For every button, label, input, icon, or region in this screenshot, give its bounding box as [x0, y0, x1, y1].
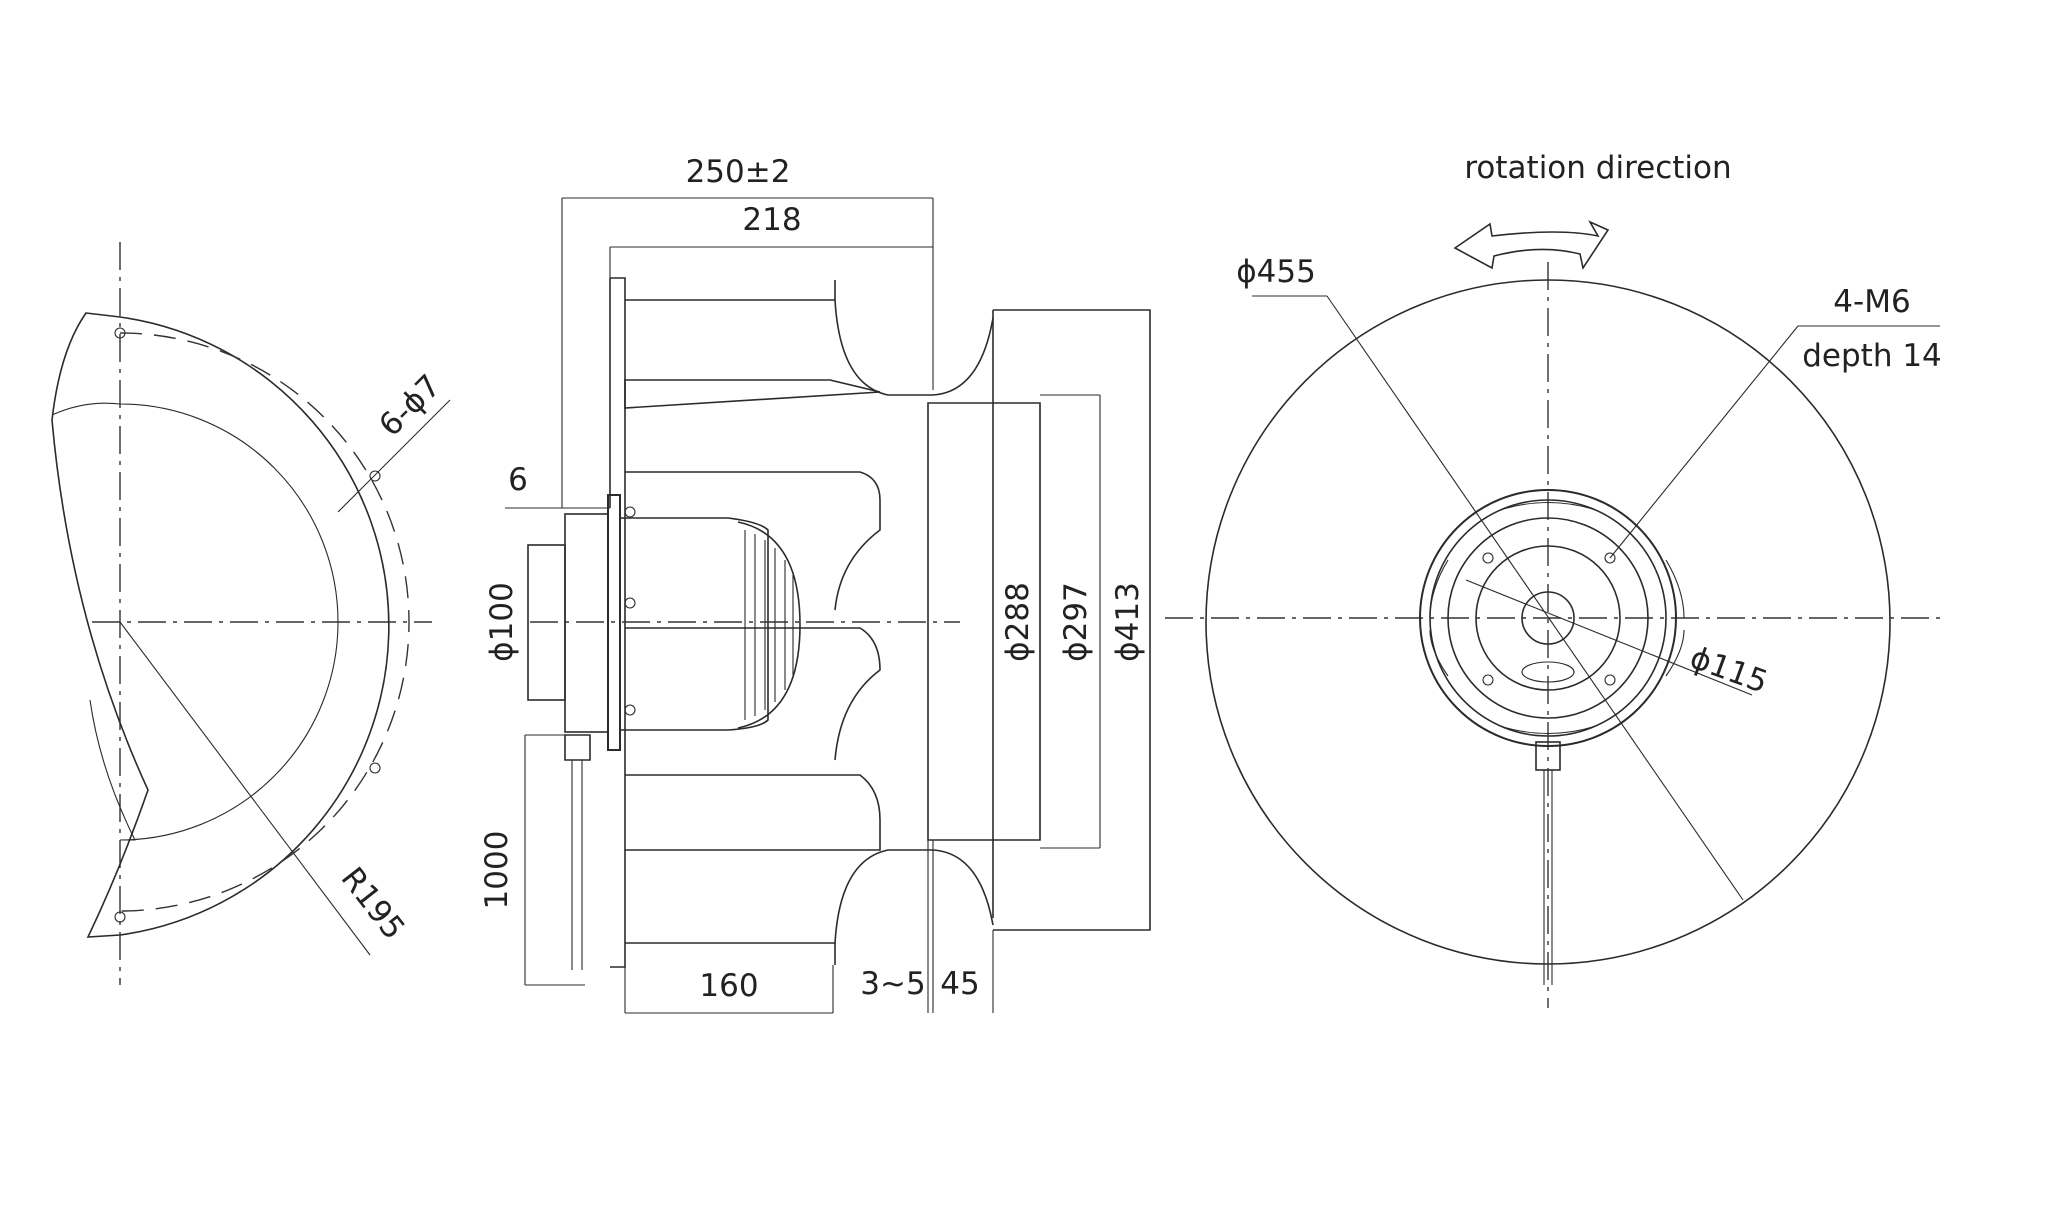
- motor-plate: [564, 513, 609, 733]
- inlet-depth-label: 45: [940, 966, 979, 1002]
- mounting-hole-2: [369, 470, 381, 482]
- motor-diameter-label: ϕ100: [484, 582, 520, 662]
- front-view: ϕ455 4-M6 depth 14 ϕ115 rotation directi…: [1165, 150, 1942, 1008]
- hub-outer: [1419, 489, 1677, 747]
- impeller-diameter-label: ϕ455: [1236, 254, 1316, 290]
- plate-outline: [51, 312, 390, 938]
- front-cable-gland: [1535, 741, 1561, 771]
- rotation-direction-label: rotation direction: [1464, 150, 1731, 186]
- motor-fins-outline: [737, 521, 801, 729]
- hub-slots: [1429, 501, 1685, 735]
- brand-logo-badge: [1521, 661, 1575, 683]
- thread-depth-label: depth 14: [1802, 338, 1942, 374]
- hub-diameter-label: ϕ115: [1685, 640, 1772, 701]
- mounting-holes-label: 6-ϕ7: [372, 368, 448, 444]
- hub-inner: [1447, 517, 1649, 719]
- mounting-hole-3: [369, 762, 381, 774]
- rotation-arrow-icon: [1453, 220, 1610, 271]
- front-cable: [1543, 770, 1553, 985]
- hub-core: [1475, 545, 1621, 691]
- motor-fins: [744, 530, 794, 720]
- bolt-circle: [119, 332, 410, 912]
- mounting-plate-view: 6-ϕ7 R195: [51, 242, 451, 985]
- cable: [571, 760, 583, 970]
- mounting-radius-label: R195: [334, 861, 412, 947]
- plate-thickness-label: 6: [508, 462, 528, 498]
- motor-body: [620, 517, 769, 731]
- thread-hole-1: [1482, 552, 1494, 564]
- inlet-flange: [993, 309, 1151, 931]
- inlet-diameter-label: ϕ297: [1058, 582, 1094, 662]
- cable-length-label: 1000: [479, 831, 515, 910]
- blade-upper-2: [625, 471, 881, 611]
- thread-hole-3: [1482, 674, 1494, 686]
- hub-shaft: [1521, 591, 1575, 645]
- blade-bottom: [625, 849, 994, 944]
- thread-hole-4: [1604, 674, 1616, 686]
- thread-hole-2: [1604, 552, 1616, 564]
- overall-length-label: 250±2: [686, 154, 791, 190]
- blade-top: [625, 299, 994, 396]
- side-section-view: 250±2 218: [479, 154, 1151, 1014]
- bolt-1: [624, 506, 636, 518]
- blade-upper-1: [624, 379, 881, 409]
- bolt-2: [624, 597, 636, 609]
- blade-lower-1: [625, 627, 881, 761]
- impeller-width-label: 160: [699, 968, 758, 1004]
- inlet-flange-diameter-label: ϕ413: [1110, 582, 1146, 662]
- blade-lower-2: [625, 774, 881, 851]
- bolt-3: [624, 704, 636, 716]
- hub-diameter-leader: [1465, 579, 1753, 696]
- mounting-hole-1: [114, 327, 126, 339]
- inlet-inner-diameter-label: ϕ288: [1000, 582, 1036, 662]
- impeller-length-label: 218: [742, 202, 801, 238]
- mounting-thread-label: 4-M6: [1833, 284, 1910, 320]
- impeller-diameter-leader: [1326, 295, 1744, 901]
- thread-leader: [1609, 325, 1799, 559]
- plate-inner-contour: [51, 402, 339, 841]
- cable-gland: [564, 734, 591, 761]
- hole-leader: [337, 399, 451, 513]
- radius-leader: [119, 621, 371, 956]
- gap-label: 3~5: [860, 966, 925, 1002]
- mounting-hole-4: [114, 911, 126, 923]
